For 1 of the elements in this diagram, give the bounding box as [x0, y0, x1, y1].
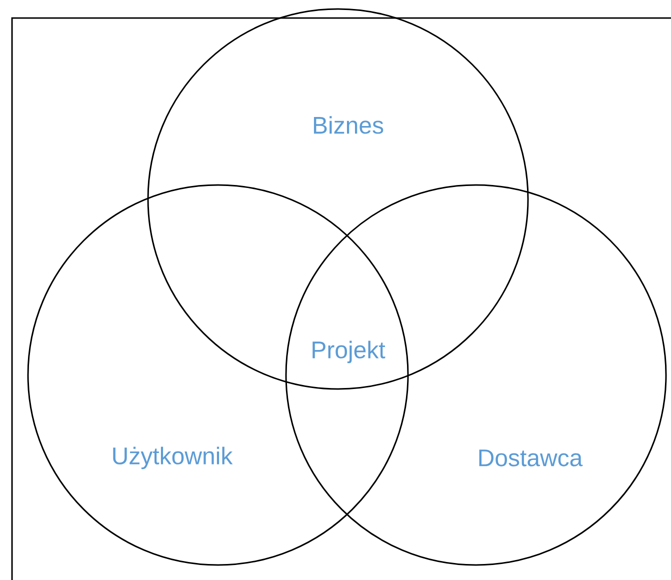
overlap-label: Projekt	[312, 340, 386, 364]
